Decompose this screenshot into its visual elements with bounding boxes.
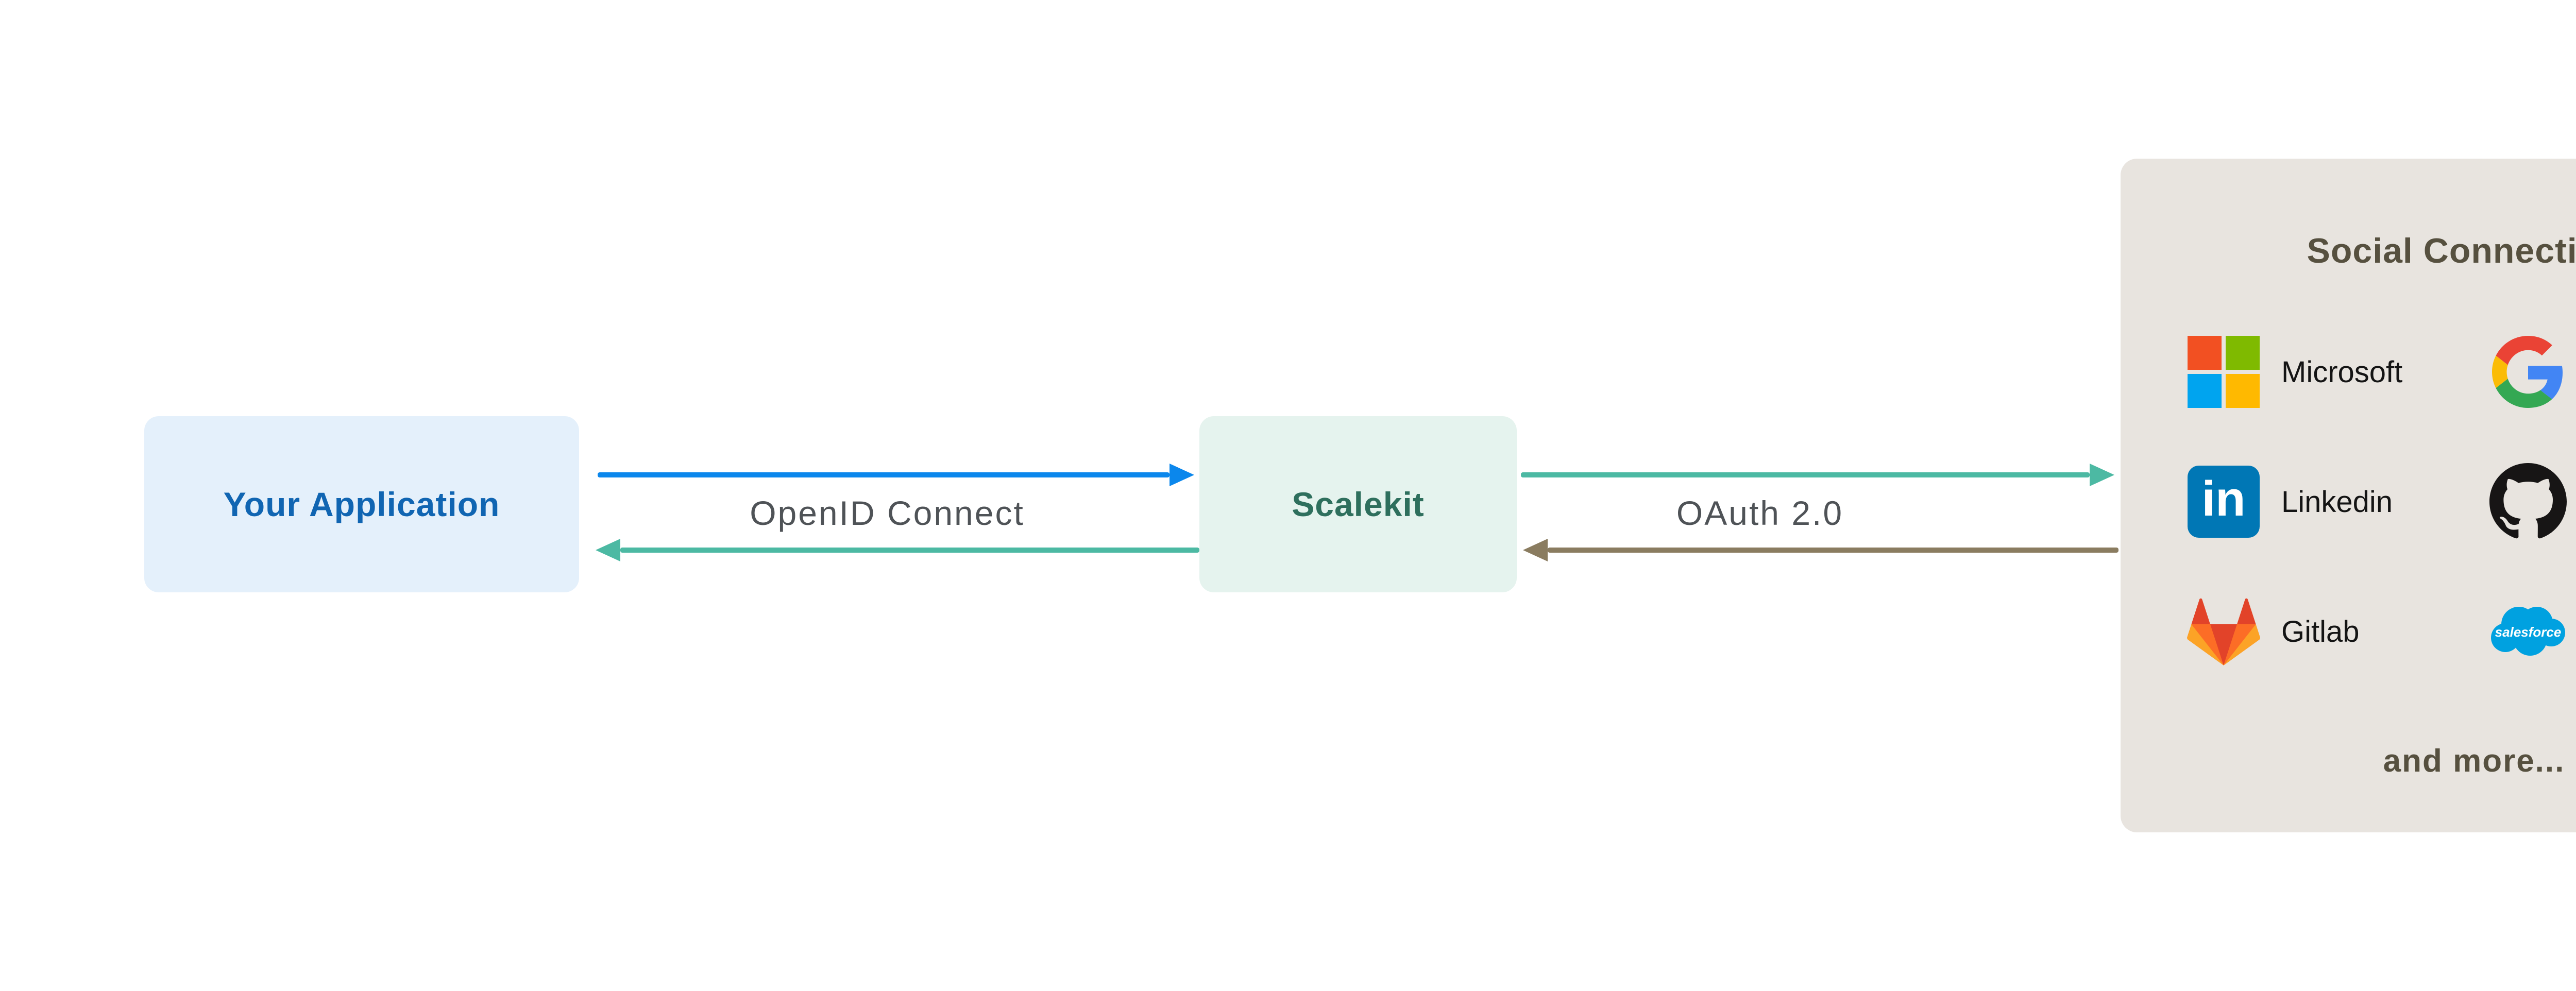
scalekit-node: Scalekit <box>1199 416 1517 592</box>
your-application-label: Your Application <box>223 485 500 523</box>
arrow-head-right-icon <box>2090 464 2114 486</box>
provider-grid: Microsoft Google in <box>2182 336 2576 668</box>
provider-google: Google <box>2487 336 2576 408</box>
scalekit-label: Scalekit <box>1292 485 1425 523</box>
provider-name: Microsoft <box>2281 355 2403 389</box>
salesforce-wordmark: salesforce <box>2495 624 2562 640</box>
arrow-head-right-icon <box>1170 464 1194 486</box>
provider-name: Gitlab <box>2281 614 2360 648</box>
social-connections-title: Social Connections <box>2307 231 2576 270</box>
openid-connect-flow-label: OpenID Connect <box>750 494 1025 532</box>
salesforce-logo-icon: salesforce <box>2487 603 2569 660</box>
social-connections-panel: Social Connections Microsoft <box>2121 159 2576 832</box>
microsoft-logo-icon <box>2182 336 2265 408</box>
arrow-shaft <box>1521 472 2090 477</box>
provider-microsoft: Microsoft <box>2182 336 2471 408</box>
provider-linkedin: in Linkedin <box>2182 466 2471 538</box>
arrow-head-left-icon <box>1523 539 1548 561</box>
provider-name: Linkedin <box>2281 485 2393 519</box>
your-application-node: Your Application <box>144 416 579 592</box>
gitlab-logo-icon <box>2182 593 2265 670</box>
github-logo-icon <box>2487 463 2569 540</box>
linkedin-in-glyph: in <box>2201 471 2246 526</box>
arrow-shaft <box>598 472 1170 477</box>
provider-gitlab: Gitlab <box>2182 595 2471 668</box>
arrow-shaft <box>1548 548 2119 553</box>
linkedin-logo-icon: in <box>2182 466 2265 538</box>
google-logo-icon <box>2487 336 2569 408</box>
provider-github: Github <box>2487 463 2576 540</box>
oauth-flow-label: OAuth 2.0 <box>1676 494 1844 532</box>
provider-salesforce: salesforce Salesforce <box>2487 595 2576 668</box>
and-more-text: and more... <box>2383 743 2565 779</box>
arrow-head-left-icon <box>596 539 620 561</box>
arrow-shaft <box>620 548 1199 553</box>
